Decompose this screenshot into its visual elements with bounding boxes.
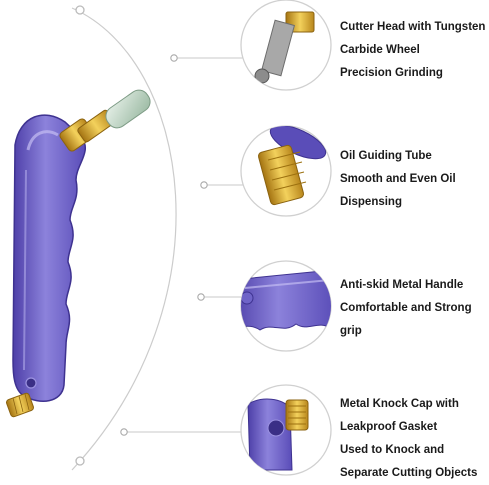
feature-line: Smooth and Even Oil [340, 173, 456, 185]
feature-line: Carbide Wheel [340, 44, 420, 56]
feature-line: Leakproof Gasket [340, 421, 438, 433]
guide-arc [71, 7, 177, 471]
guide-dot-top [75, 5, 85, 15]
feature-handle: Anti-skid Metal Handle Comfortable and S… [340, 274, 486, 343]
callout-oil-tube [240, 125, 332, 217]
feature-line: Precision Grinding [340, 67, 443, 79]
callout-knock-cap [240, 384, 332, 476]
guide-dot-bottom [75, 456, 85, 466]
feature-line: grip [340, 325, 362, 337]
feature-line: Cutter Head with Tungsten [340, 21, 486, 33]
feature-knock-cap: Metal Knock Cap with Leakproof Gasket Us… [340, 393, 486, 485]
feature-line: Separate Cutting Objects [340, 467, 478, 479]
callout-handle [240, 260, 332, 352]
feature-line: Dispensing [340, 196, 402, 208]
callout-cutter-head [240, 0, 332, 91]
feature-line: Comfortable and Strong [340, 302, 472, 314]
feature-oil-tube: Oil Guiding Tube Smooth and Even Oil Dis… [340, 145, 486, 214]
feature-line: Metal Knock Cap with [340, 398, 459, 410]
cutter-tip [105, 89, 151, 129]
feature-line: Anti-skid Metal Handle [340, 279, 464, 291]
leader-lines [120, 54, 243, 436]
feature-cutter-head: Cutter Head with Tungsten Carbide Wheel … [340, 16, 486, 85]
feature-line: Oil Guiding Tube [340, 150, 432, 162]
knock-cap-screw [5, 392, 35, 418]
glass-cutter-icon [5, 89, 151, 418]
feature-line: Used to Knock and [340, 444, 445, 456]
